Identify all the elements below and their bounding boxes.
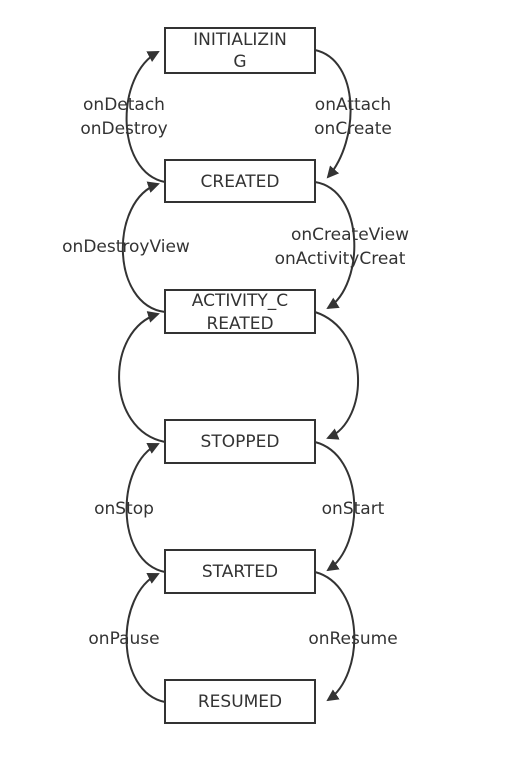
state-stopped-label: STOPPED <box>201 432 280 452</box>
state-initializing: INITIALIZIN G <box>164 27 316 74</box>
state-activity-created: ACTIVITY_C REATED <box>164 289 316 334</box>
label-on-start: onStart <box>322 499 385 519</box>
label-on-destroy: onDestroy <box>80 119 167 139</box>
state-created-label: CREATED <box>201 172 280 192</box>
label-on-activity-created: onActivityCreat <box>275 249 406 269</box>
edge-activity-created-to-stopped <box>314 311 359 440</box>
state-resumed: RESUMED <box>164 679 316 724</box>
label-on-detach: onDetach <box>83 95 165 115</box>
state-stopped: STOPPED <box>164 419 316 464</box>
edge-created-to-activity-created <box>314 181 356 310</box>
edge-started-to-resumed <box>314 571 356 702</box>
edge-initializing-to-created <box>314 49 352 179</box>
state-created: CREATED <box>164 159 316 203</box>
edge-resumed-to-started <box>125 573 166 703</box>
label-on-destroy-view: onDestroyView <box>62 237 190 257</box>
state-started: STARTED <box>164 549 316 594</box>
label-on-stop: onStop <box>94 499 154 519</box>
state-started-label: STARTED <box>202 562 278 582</box>
state-activity-created-label-line1: ACTIVITY_C <box>192 291 288 311</box>
label-on-resume: onResume <box>308 629 397 649</box>
state-initializing-label-line2: G <box>233 52 246 72</box>
edge-stopped-to-activity-created <box>118 311 166 443</box>
edge-activity-created-to-created <box>121 181 166 313</box>
state-initializing-label-line1: INITIALIZIN <box>193 30 287 50</box>
label-on-pause: onPause <box>88 629 159 649</box>
state-activity-created-label-line2: REATED <box>206 314 273 334</box>
label-on-create-view: onCreateView <box>291 225 409 245</box>
state-resumed-label: RESUMED <box>198 692 282 712</box>
label-on-attach: onAttach <box>315 95 391 115</box>
edge-started-to-stopped <box>125 443 166 573</box>
edge-stopped-to-started <box>314 441 356 572</box>
label-on-create: onCreate <box>314 119 392 139</box>
edge-created-to-initializing <box>125 51 166 183</box>
